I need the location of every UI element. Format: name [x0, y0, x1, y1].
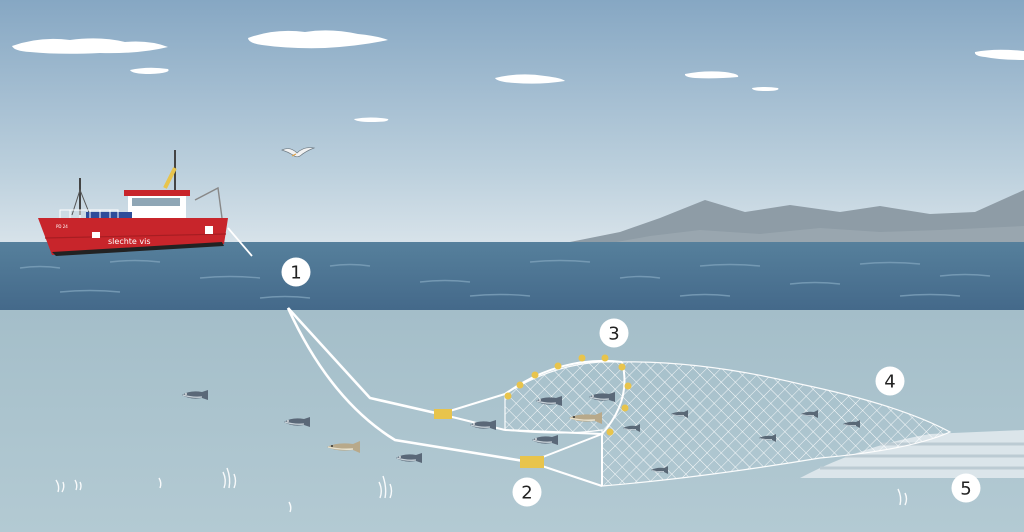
otter-board-upper	[434, 409, 452, 419]
seabed	[800, 430, 1024, 478]
seaweed	[55, 467, 908, 513]
tow-warps	[227, 227, 531, 464]
sea-surface	[0, 242, 1024, 310]
callout-2: 2	[512, 477, 542, 507]
clouds	[12, 30, 1024, 122]
waves	[19, 259, 991, 299]
callout-2-label: 2	[521, 483, 532, 504]
callout-1: 1	[281, 257, 311, 287]
callout-1-label: 1	[290, 263, 301, 284]
callout-3: 3	[599, 318, 629, 348]
fishing-boat: PD 24 slechte vis	[38, 150, 228, 256]
callout-3-label: 3	[608, 324, 619, 345]
boat-registration: PD 24	[56, 224, 68, 229]
boat-name: slechte vis	[108, 237, 151, 246]
callout-5-label: 5	[960, 479, 971, 500]
callout-4-label: 4	[884, 372, 895, 393]
callout-4: 4	[875, 366, 905, 396]
mountains	[555, 190, 1024, 245]
net-floats	[504, 354, 632, 436]
callout-5: 5	[951, 473, 981, 503]
otter-board-lower	[520, 456, 544, 468]
seagull-icon	[281, 147, 316, 158]
